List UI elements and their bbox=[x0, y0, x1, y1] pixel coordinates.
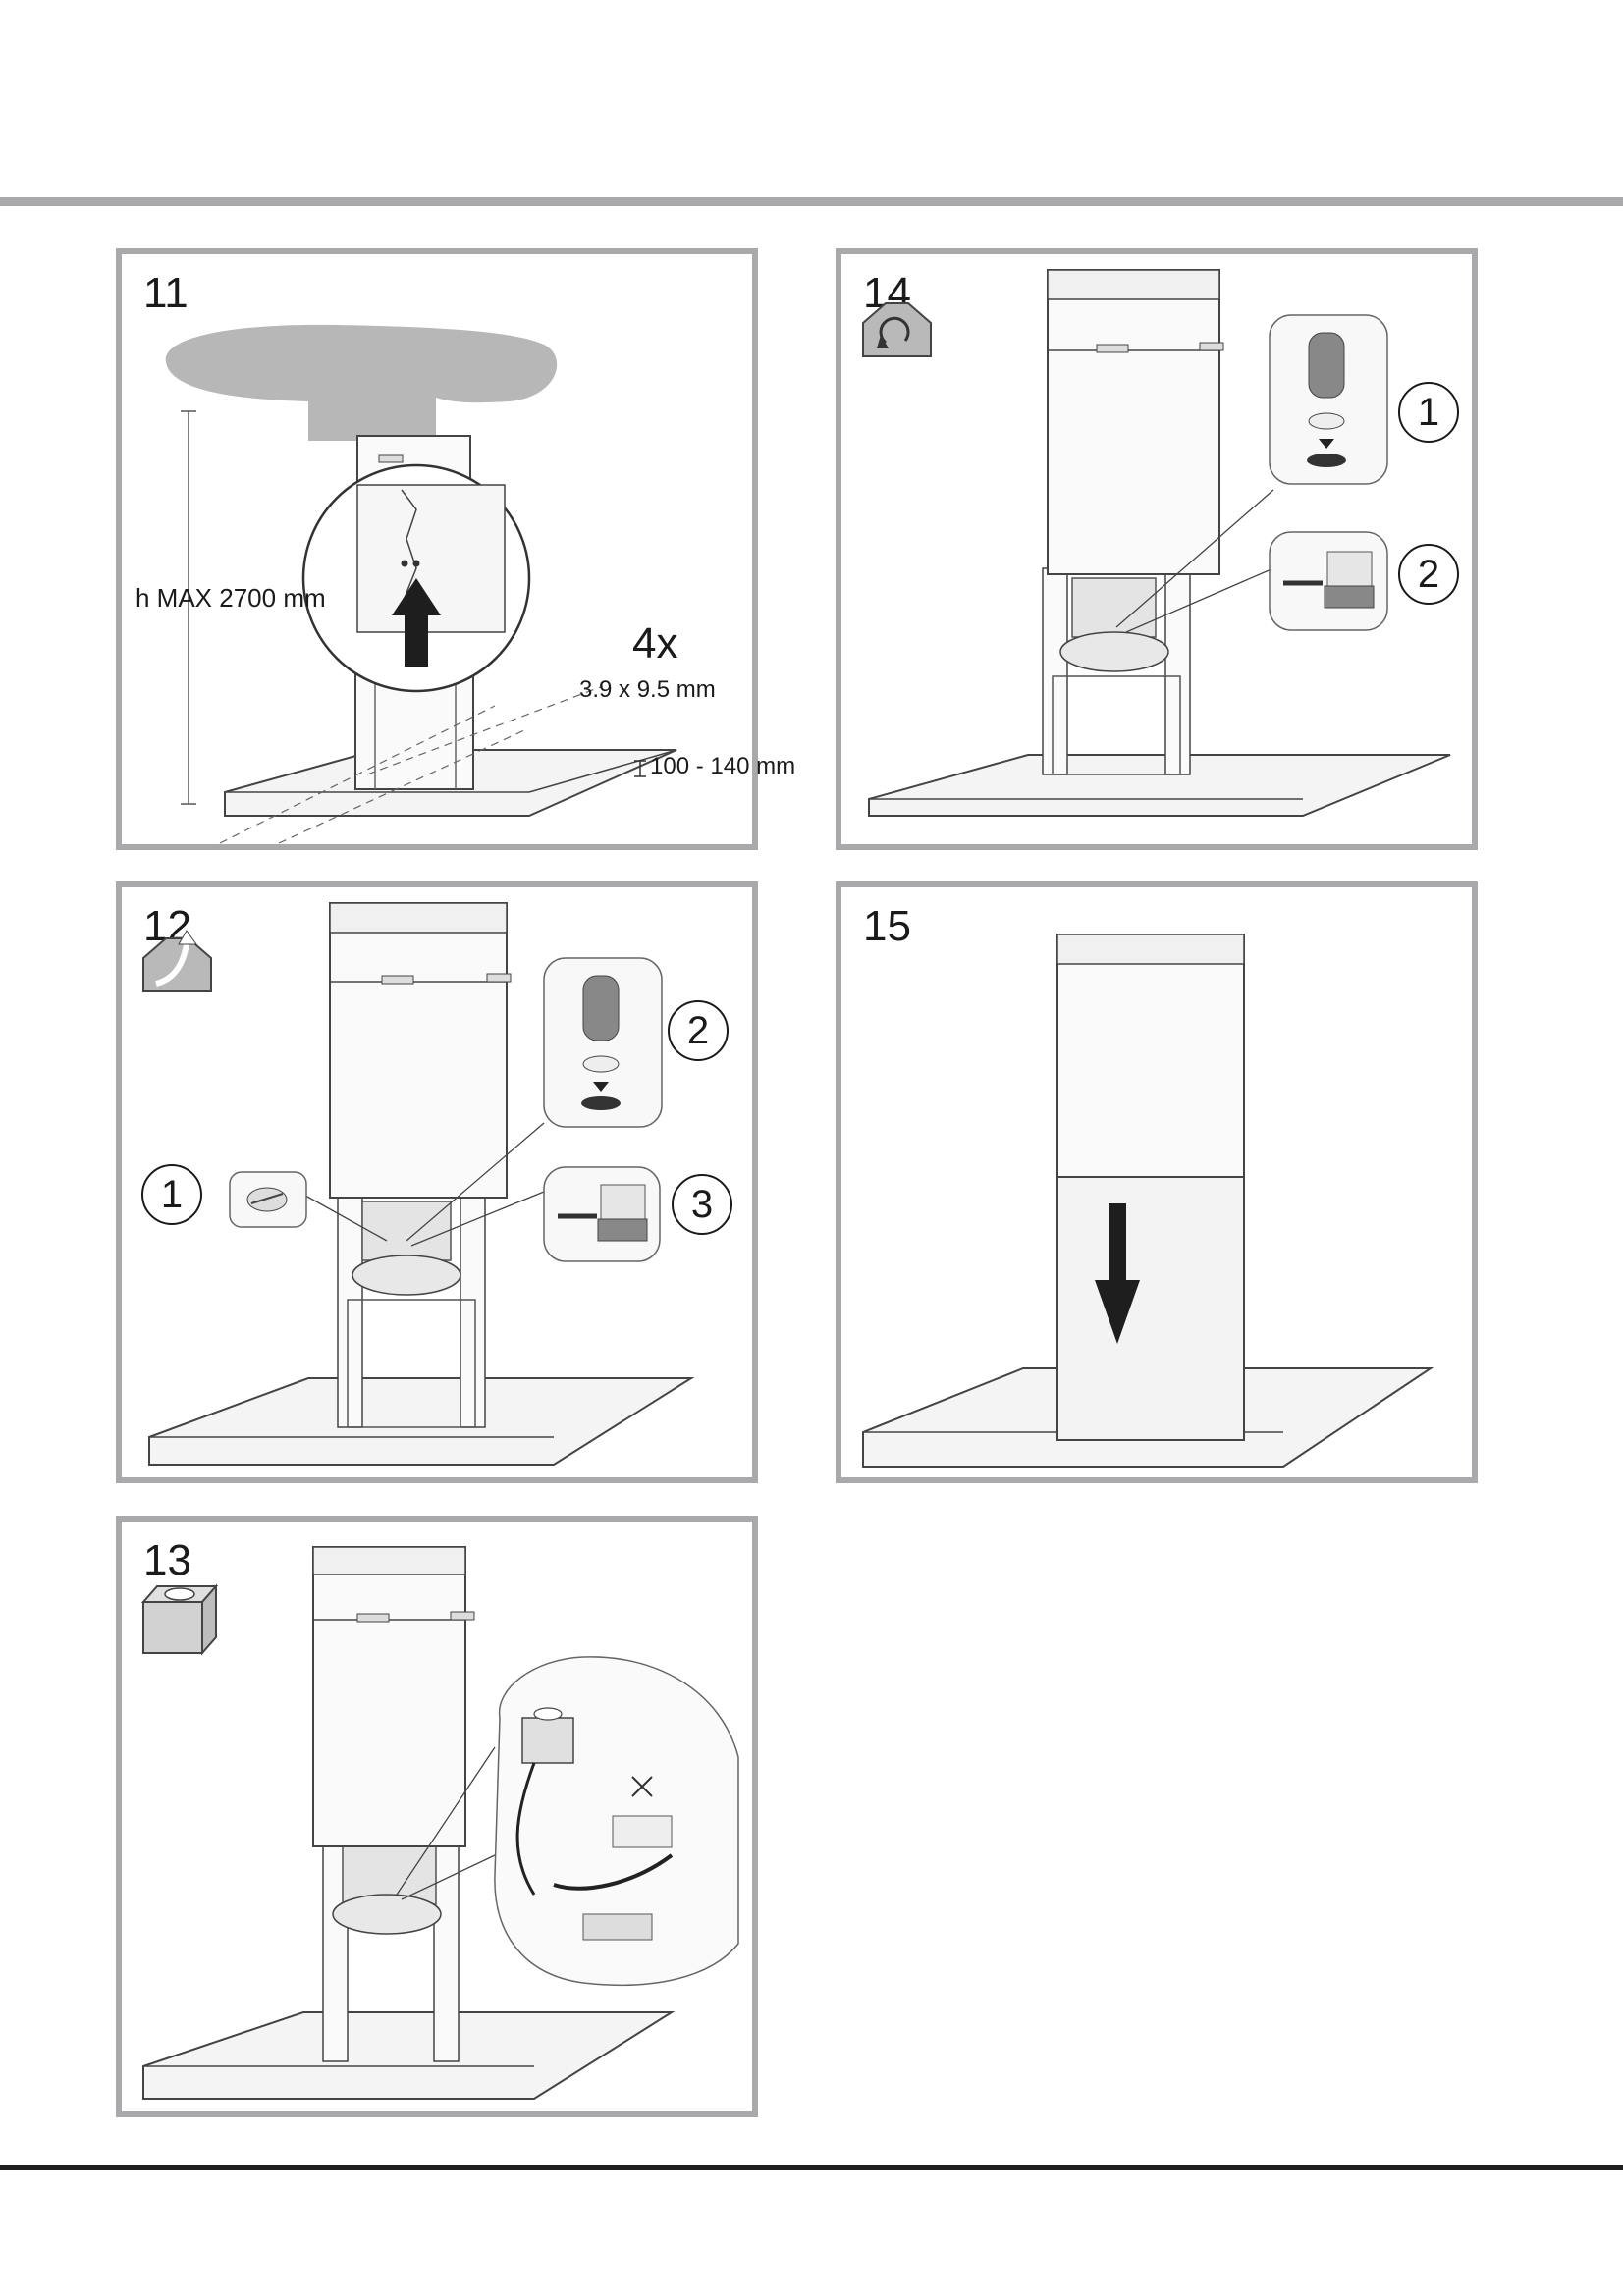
ducted-exhaust-icon bbox=[142, 930, 212, 992]
step-panel-14: 14 1 bbox=[836, 248, 1478, 850]
step-panel-13: 13 bbox=[116, 1516, 758, 2117]
bottom-divider bbox=[0, 2165, 1623, 2170]
hood-mounting-illustration bbox=[165, 324, 677, 844]
step-number: 11 bbox=[143, 269, 189, 317]
step-panel-12: 12 bbox=[116, 881, 758, 1483]
step-number: 13 bbox=[143, 1536, 191, 1584]
gap-height-label: 100 - 140 mm bbox=[650, 753, 796, 779]
top-divider bbox=[0, 197, 1623, 206]
filter-box-install-illustration bbox=[140, 1546, 739, 2100]
filter-box-icon bbox=[140, 1583, 219, 1656]
screw-size-label: 3.9 x 9.5 mm bbox=[579, 676, 716, 703]
callout-2: 2 bbox=[668, 1000, 729, 1061]
callout-1: 1 bbox=[141, 1164, 202, 1225]
callout-2: 2 bbox=[1398, 544, 1459, 605]
max-height-label: h MAX 2700 mm bbox=[135, 583, 326, 613]
step-panel-15: 15 bbox=[836, 881, 1478, 1483]
callout-3: 3 bbox=[672, 1174, 732, 1235]
screw-count-label: 4x bbox=[632, 619, 678, 667]
step-number: 15 bbox=[863, 902, 911, 950]
callout-1: 1 bbox=[1398, 382, 1459, 443]
step-panel-11: 11 h MAX 270 bbox=[116, 248, 795, 850]
chimney-lower-illustration bbox=[862, 934, 1434, 1468]
recirculation-install-illustration bbox=[862, 269, 1451, 817]
recirculation-icon bbox=[862, 302, 932, 357]
ducted-install-illustration bbox=[142, 902, 695, 1466]
